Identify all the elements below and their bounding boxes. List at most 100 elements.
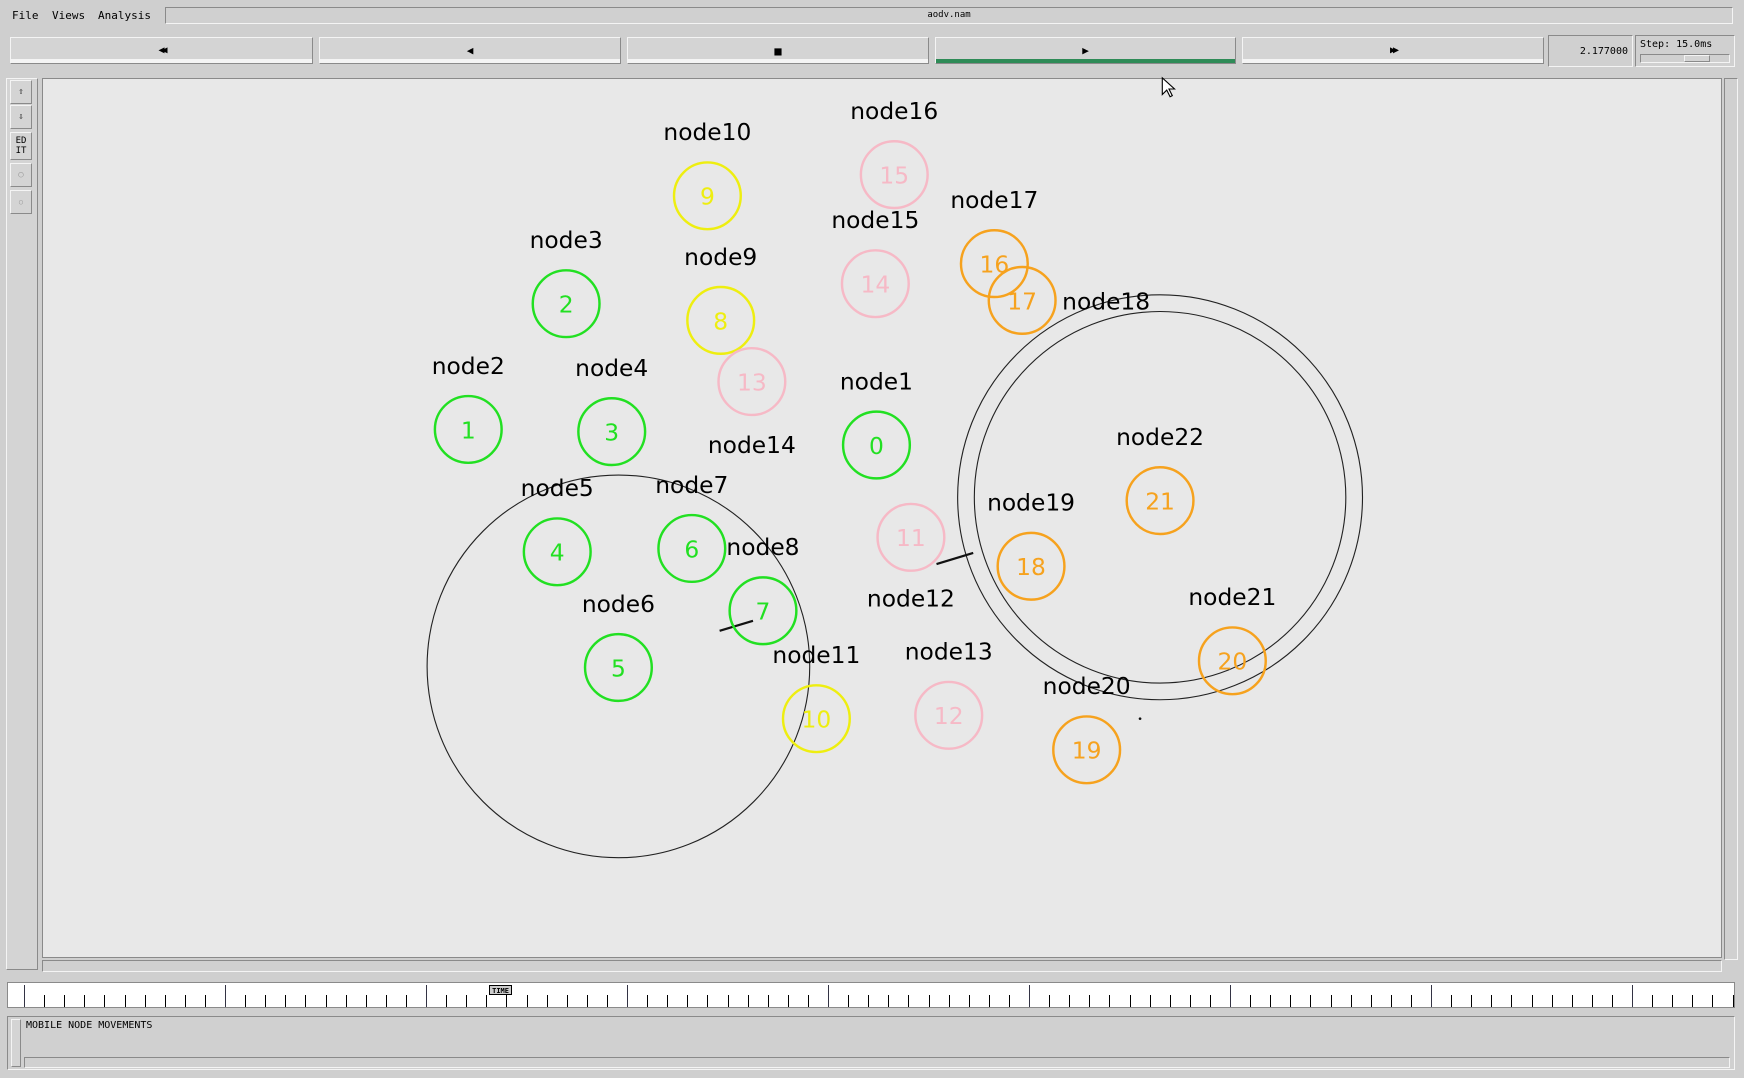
timeline-tick (124, 995, 126, 1007)
timeline-tick (1471, 995, 1473, 1007)
annotation-scrollbar[interactable] (11, 1019, 21, 1067)
timeline-tick (405, 995, 407, 1007)
timeline-tick (1169, 995, 1171, 1007)
annotation-panel: MOBILE NODE MOVEMENTS (7, 1016, 1735, 1070)
menu-views[interactable]: Views (52, 9, 86, 22)
timeline-major-tick (1230, 985, 1231, 1007)
timeline-tick (1712, 995, 1714, 1007)
timeline-tick (1591, 995, 1593, 1007)
timeline-tick (647, 995, 649, 1007)
annotation-hscrollbar[interactable] (24, 1057, 1730, 1068)
timeline-tick (1270, 995, 1272, 1007)
left-toolbar (6, 78, 38, 970)
timeline-tick (325, 995, 327, 1007)
timeline-tick (466, 995, 468, 1007)
timeline-tick (1350, 995, 1352, 1007)
timeline-major-tick (1029, 985, 1030, 1007)
small-node-button[interactable]: ○ (10, 190, 32, 214)
menu-file[interactable]: File (12, 9, 39, 22)
timeline-tick (385, 995, 387, 1007)
timeline-tick (1551, 995, 1553, 1007)
window-title: aodv.nam (165, 7, 1733, 24)
edit-button[interactable]: ED IT (10, 132, 32, 160)
timeline-tick (928, 995, 930, 1007)
fast-forward-icon: ▶▶ (1389, 45, 1399, 56)
timeline-slider[interactable]: TIME (7, 982, 1735, 1008)
vertical-scrollbar[interactable] (1724, 78, 1738, 960)
zoom-in-button[interactable]: ⇧ (10, 80, 32, 104)
step-slider[interactable] (1640, 54, 1730, 63)
timeline-tick (1511, 995, 1513, 1007)
timeline-tick (767, 995, 769, 1007)
time-marker[interactable]: TIME (489, 985, 512, 995)
timeline-tick (526, 995, 528, 1007)
timeline-tick (747, 995, 749, 1007)
step-slider-thumb[interactable] (1684, 55, 1711, 62)
timeline-major-tick (24, 985, 25, 1007)
timeline-tick (1049, 995, 1051, 1007)
timeline-tick (1672, 995, 1674, 1007)
timeline-tick (1692, 995, 1694, 1007)
stop-icon: ■ (774, 43, 782, 58)
fast-forward-button[interactable]: ▶▶ (1242, 37, 1544, 64)
large-node-button[interactable]: ○ (10, 163, 32, 187)
arrow-down-icon: ⇩ (18, 112, 24, 122)
timeline-tick (204, 995, 206, 1007)
timeline-tick (1109, 995, 1111, 1007)
timeline-tick (807, 995, 809, 1007)
timeline-tick (506, 995, 508, 1007)
timeline-tick (1189, 995, 1191, 1007)
play-icon: ▶ (1082, 44, 1089, 57)
menu-analysis[interactable]: Analysis (98, 9, 151, 22)
timeline-tick (1410, 995, 1412, 1007)
timeline-tick (1209, 995, 1211, 1007)
timeline-major-tick (1632, 985, 1633, 1007)
timeline-tick (1491, 995, 1493, 1007)
timeline-tick (848, 995, 850, 1007)
horizontal-scrollbar[interactable] (42, 960, 1722, 972)
timeline-tick (687, 995, 689, 1007)
timeline-tick (707, 995, 709, 1007)
timeline-tick (1008, 995, 1010, 1007)
timeline-tick (1069, 995, 1071, 1007)
timeline-tick (1390, 995, 1392, 1007)
timeline-tick (1732, 995, 1734, 1007)
timeline-tick (1571, 995, 1573, 1007)
timeline-tick (345, 995, 347, 1007)
timeline-tick (546, 995, 548, 1007)
timeline-tick (1652, 995, 1654, 1007)
timeline-tick (184, 995, 186, 1007)
timeline-tick (1531, 995, 1533, 1007)
annotation-text: MOBILE NODE MOVEMENTS (26, 1020, 153, 1031)
timeline-tick (285, 995, 287, 1007)
rewind-icon: ◀◀ (158, 45, 167, 56)
play-button[interactable]: ▶ (935, 37, 1236, 64)
timeline-major-tick (1431, 985, 1432, 1007)
timeline-tick (1310, 995, 1312, 1007)
step-back-button[interactable]: ◀ (319, 37, 621, 64)
timeline-tick (948, 995, 950, 1007)
arrow-up-icon: ⇧ (18, 87, 24, 97)
timeline-tick (1129, 995, 1131, 1007)
timeline-tick (888, 995, 890, 1007)
timeline-tick (305, 995, 307, 1007)
timeline-tick (486, 995, 488, 1007)
timeline-tick (1330, 995, 1332, 1007)
rewind-button[interactable]: ◀◀ (10, 37, 313, 64)
timeline-tick (84, 995, 86, 1007)
network-canvas[interactable] (42, 78, 1722, 958)
zoom-out-button[interactable]: ⇩ (10, 105, 32, 129)
timeline-tick (64, 995, 66, 1007)
timeline-major-tick (225, 985, 226, 1007)
timeline-tick (968, 995, 970, 1007)
timeline-tick (1089, 995, 1091, 1007)
timeline-tick (787, 995, 789, 1007)
timeline-tick (1290, 995, 1292, 1007)
timeline-tick (667, 995, 669, 1007)
timeline-tick (446, 995, 448, 1007)
back-icon: ◀ (466, 44, 474, 57)
timeline-tick (1451, 995, 1453, 1007)
stop-button[interactable]: ■ (627, 37, 929, 64)
step-label: Step: 15.0ms (1640, 39, 1713, 50)
timeline-tick (365, 995, 367, 1007)
